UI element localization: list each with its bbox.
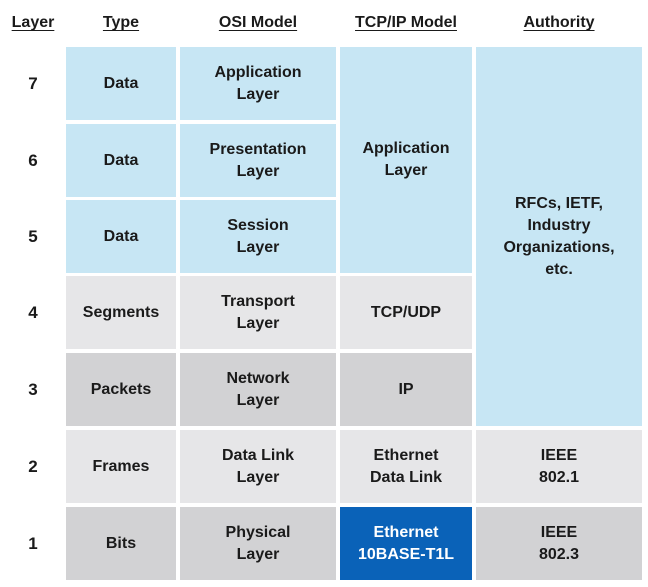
authority-label-line1: IEEE [540, 446, 578, 464]
osi-label-line1: Data Link [221, 446, 294, 464]
tcpip-label: TCP/UDP [370, 303, 442, 321]
osi-label-line1: Application [214, 63, 302, 81]
layer-number-4: 4 [28, 302, 38, 322]
osi-label-line2: Layer [236, 468, 280, 486]
osi-label-line2: Layer [236, 391, 280, 409]
type-cell-3: Packets [66, 353, 176, 426]
authority-cell-physical: IEEE 802.3 [476, 507, 642, 580]
type-cell-2: Frames [66, 430, 176, 503]
header-layer: Layer [11, 14, 55, 31]
osi-label-line1: Transport [221, 292, 295, 310]
type-cell-7: Data [66, 47, 176, 120]
tcpip-label: IP [398, 380, 414, 398]
type-label: Packets [90, 380, 152, 398]
tcpip-label-line2: Data Link [369, 468, 442, 486]
authority-label-line2: 802.3 [538, 545, 580, 563]
type-label: Data [103, 74, 139, 92]
type-label: Data [103, 227, 139, 245]
header-tcpip-model: TCP/IP Model [355, 14, 457, 31]
osi-label-line2: Layer [236, 238, 280, 256]
type-label: Bits [105, 534, 137, 552]
header-osi-model: OSI Model [218, 14, 298, 31]
osi-label-line2: Layer [236, 314, 280, 332]
authority-label-line4: etc. [545, 260, 573, 278]
osi-label-line1: Presentation [209, 140, 307, 158]
tcpip-label-line2: 10BASE-T1L [357, 545, 455, 563]
authority-label-line3: Organizations, [503, 238, 615, 256]
type-cell-4: Segments [66, 276, 176, 349]
osi-label-line1: Session [227, 216, 289, 234]
layer-number-7: 7 [28, 73, 38, 93]
osi-label-line1: Network [226, 369, 290, 387]
osi-label-line1: Physical [225, 523, 291, 541]
type-label: Frames [92, 457, 150, 475]
type-label: Data [103, 151, 139, 169]
tcpip-label-line1: Ethernet [373, 523, 439, 541]
authority-label-line1: IEEE [540, 523, 578, 541]
authority-label-line2: Industry [527, 216, 591, 234]
tcpip-label-line2: Layer [384, 162, 428, 179]
layer-number-5: 5 [28, 226, 38, 246]
tcpip-cell-transport: TCP/UDP [340, 276, 472, 349]
layer-number-3: 3 [28, 379, 38, 399]
osi-label-line2: Layer [236, 545, 280, 563]
osi-label-line2: Layer [236, 85, 280, 103]
header-type: Type [102, 14, 140, 31]
authority-label-line2: 802.1 [538, 468, 580, 486]
layer-number-6: 6 [28, 150, 38, 170]
authority-label-line1: RFCs, IETF, [514, 194, 603, 212]
header-authority: Authority [523, 14, 595, 31]
type-label: Segments [82, 303, 160, 321]
type-cell-6: Data [66, 124, 176, 197]
tcpip-label-line1: Ethernet [373, 446, 439, 464]
layer-number-1: 1 [28, 533, 38, 553]
authority-cell-upper: RFCs, IETF, Industry Organizations, etc. [476, 47, 642, 426]
layer-number-2: 2 [28, 456, 38, 476]
tcpip-label-line1: Application [362, 140, 450, 157]
type-cell-1: Bits [66, 507, 176, 580]
authority-cell-data-link: IEEE 802.1 [476, 430, 642, 503]
tcpip-cell-network: IP [340, 353, 472, 426]
type-cell-5: Data [66, 200, 176, 273]
tcpip-cell-physical-highlight: Ethernet 10BASE-T1L [340, 507, 472, 580]
osi-label-line2: Layer [236, 162, 280, 180]
